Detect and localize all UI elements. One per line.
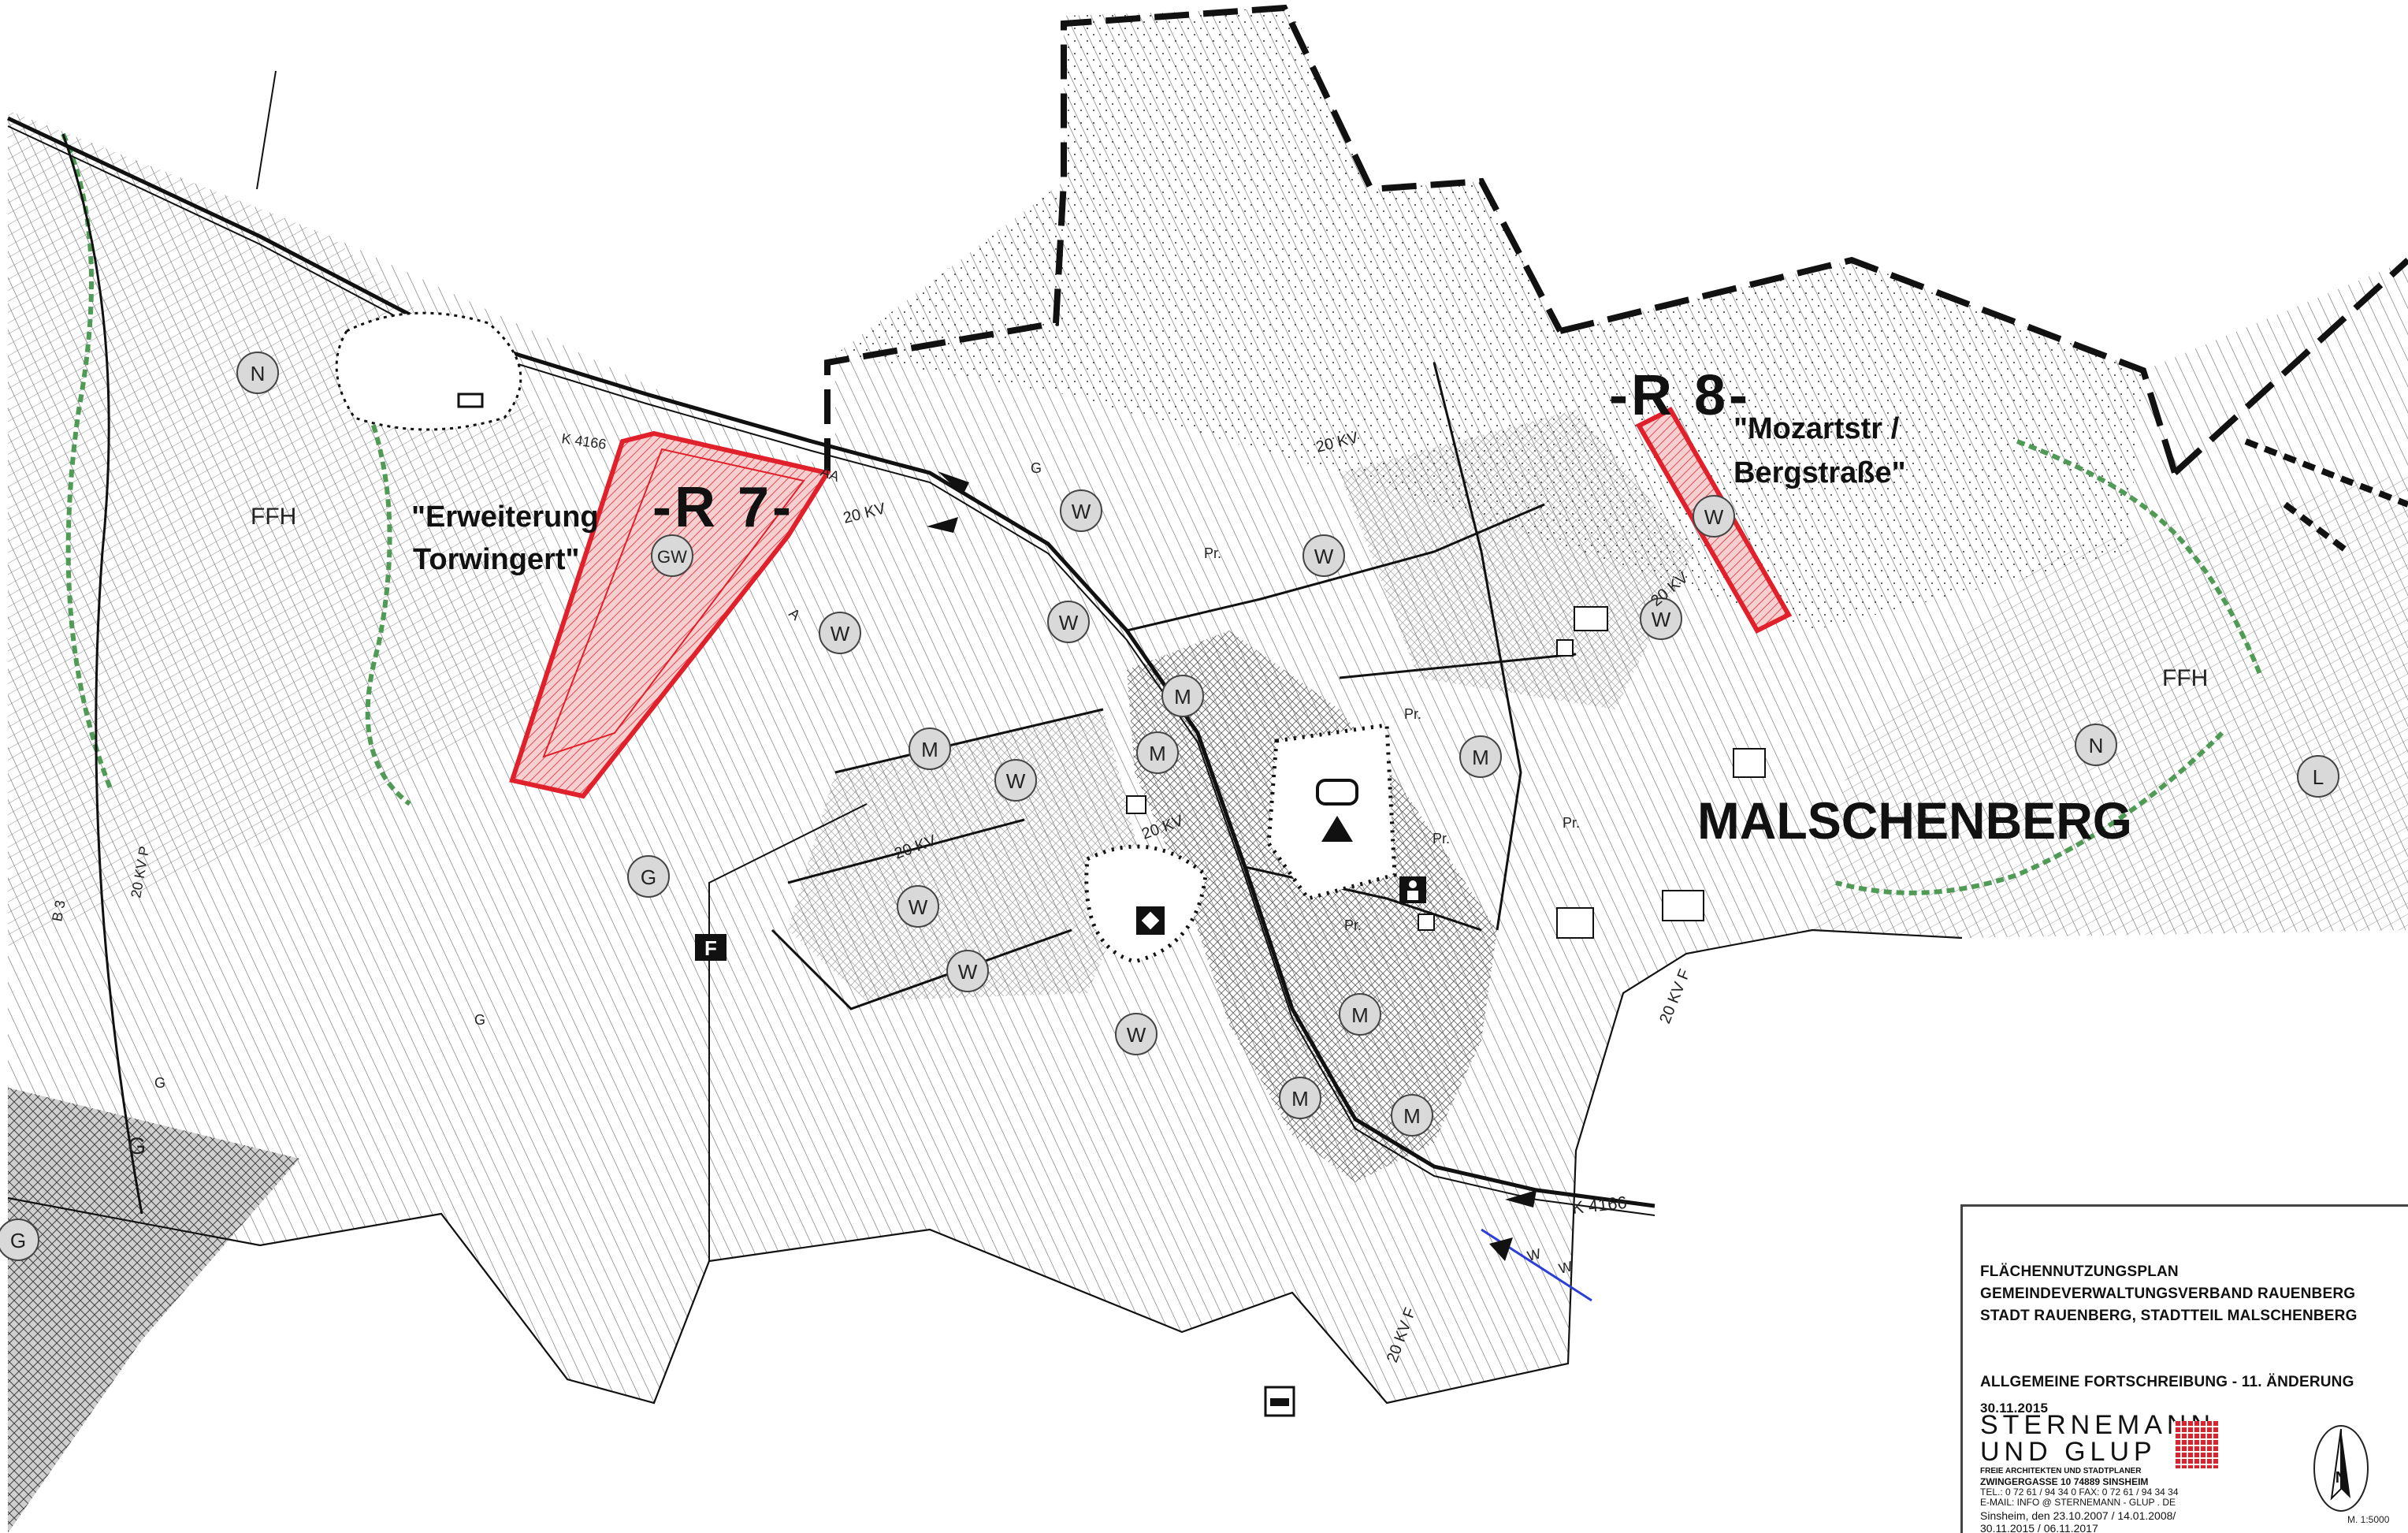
svg-text:M: M: [1174, 685, 1191, 709]
firm-name-line1: STERNEMANN: [1980, 1410, 2216, 1440]
zone-circle-w-7: W: [994, 759, 1037, 802]
zone-circle-m-3: M: [1136, 731, 1179, 774]
letter-label-w-1: W: [1525, 1245, 1542, 1264]
building-symbols: [335, 311, 1766, 1417]
zone-circle-m-6: M: [1279, 1077, 1321, 1119]
place-name: MALSCHENBERG: [1697, 791, 2132, 850]
title-town: STADT RAUENBERG, STADTTEIL MALSCHENBERG: [1980, 1308, 2358, 1324]
svg-text:M: M: [1291, 1087, 1309, 1111]
ffh-label-2: FFH: [2162, 665, 2208, 691]
zone-circle-gw: GW: [651, 534, 693, 577]
svg-text:N: N: [251, 362, 266, 385]
firm-logo-grid: [2174, 1421, 2218, 1468]
zone-circle-w-4: W: [1302, 534, 1345, 577]
f-symbol: F: [695, 934, 726, 961]
pr-label-4: Pr.: [1563, 815, 1580, 831]
r8-code: -R 8-: [1609, 364, 1751, 427]
letter-label-g-2: G: [154, 1075, 165, 1091]
r7-label-line1: "Erweiterung: [411, 500, 599, 534]
title-revision: ALLGEMEINE FORTSCHREIBUNG - 11. ÄNDERUNG: [1980, 1374, 2354, 1390]
r7-label-line2: Torwingert": [413, 543, 580, 576]
pr-label-2: Pr.: [1404, 706, 1421, 722]
line-label-6: 20 KV F: [1656, 967, 1693, 1026]
roads: [6, 116, 1656, 1261]
svg-text:GW: GW: [657, 547, 687, 567]
zone-circle-w-1: W: [819, 612, 861, 654]
r8-label-line1: "Mozartstr /: [1734, 412, 1900, 445]
zone-circle-n-2: N: [2075, 724, 2117, 766]
zone-circle-w-9: W: [946, 950, 989, 992]
title-plan: FLÄCHENNUTZUNGSPLAN: [1980, 1263, 2179, 1280]
zone-circle-m-1: M: [1161, 675, 1204, 717]
zone-circle-w-6: W: [1640, 597, 1682, 640]
zone-circle-n-1: N: [236, 352, 279, 394]
svg-text:W: W: [909, 895, 928, 919]
svg-text:W: W: [1072, 500, 1091, 523]
svg-text:W: W: [1127, 1023, 1146, 1047]
svg-text:G: G: [641, 865, 656, 889]
r8-label-line2: Bergstraße": [1734, 456, 1906, 489]
land-parcels: [8, 8, 2408, 1533]
svg-text:W: W: [958, 960, 978, 984]
svg-text:W: W: [1314, 545, 1334, 568]
f-symbol-label: F: [704, 936, 717, 960]
svg-text:W: W: [1059, 611, 1079, 634]
zone-circle-w-8: W: [897, 885, 939, 928]
svg-text:G: G: [10, 1229, 26, 1252]
letter-label-b3: B 3: [49, 899, 68, 923]
svg-text:M: M: [1403, 1104, 1421, 1128]
svg-text:W: W: [1704, 505, 1724, 529]
svg-text:M: M: [1149, 742, 1166, 765]
zone-circle-w-10: W: [1115, 1013, 1158, 1055]
plan-dates-line1: Sinsheim, den 23.10.2007 / 14.01.2008/: [1980, 1509, 2176, 1522]
north-arrow-icon: N: [2313, 1425, 2369, 1512]
zone-circles: N GW W W W W W W W W W W M M M M M M M G…: [0, 352, 2339, 1261]
zone-circle-w-5: W: [1693, 495, 1735, 538]
svg-text:M: M: [921, 738, 938, 761]
title-block: FLÄCHENNUTZUNGSPLAN GEMEINDEVERWALTUNGSV…: [1960, 1204, 2408, 1533]
svg-text:N: N: [2089, 734, 2104, 757]
boundaries: [7, 4, 2408, 1405]
zone-circle-w-2: W: [1060, 489, 1102, 532]
firm-name-line2: UND GLUP: [1980, 1437, 2157, 1467]
letter-label-g-1: G: [128, 1133, 146, 1159]
zone-circle-m-7: M: [1391, 1094, 1433, 1137]
zone-circle-m-4: M: [1459, 735, 1502, 778]
svg-text:M: M: [1351, 1003, 1369, 1027]
r7-code: -R 7-: [652, 476, 794, 539]
zone-circle-w-3: W: [1047, 601, 1090, 643]
firm-subtitle: FREIE ARCHITEKTEN UND STADTPLANER: [1980, 1467, 2142, 1475]
plan-dates-line2: 30.11.2015 / 06.11.2017: [1980, 1522, 2098, 1533]
letter-label-w-2: W: [1557, 1258, 1574, 1277]
zone-circle-g-2: G: [0, 1219, 39, 1261]
ffh-label-1: FFH: [251, 504, 296, 530]
pr-label-5: Pr.: [1344, 917, 1362, 933]
pr-label-1: Pr.: [1204, 545, 1221, 561]
svg-text:L: L: [2313, 765, 2324, 789]
zone-circle-m-5: M: [1339, 993, 1381, 1036]
title-authority: GEMEINDEVERWALTUNGSVERBAND RAUENBERG: [1980, 1286, 2356, 1302]
firm-phone: TEL.: 0 72 61 / 94 34 0 FAX: 0 72 61 / 9…: [1980, 1486, 2179, 1498]
letter-label-g-3: G: [1031, 460, 1042, 476]
firm-email: E-MAIL: INFO @ STERNEMANN - GLUP . DE: [1980, 1497, 2176, 1508]
svg-text:W: W: [1652, 608, 1671, 631]
change-area-r7: [509, 430, 831, 799]
zone-circle-g-1: G: [627, 855, 670, 898]
firm-address: ZWINGERGASSE 10 74889 SINSHEIM: [1980, 1476, 2149, 1487]
svg-text:M: M: [1472, 746, 1489, 769]
svg-text:W: W: [831, 622, 850, 646]
direction-markers: [927, 471, 1537, 1261]
north-letter: N: [2336, 1469, 2347, 1486]
zone-circle-m-2: M: [909, 727, 951, 770]
survey-line: [256, 70, 277, 190]
map-scale: M. 1:5000: [2347, 1514, 2390, 1525]
area-labels: -R 7- "Erweiterung Torwingert" -R 8- "Mo…: [411, 364, 2132, 850]
letter-label-g-4: G: [474, 1012, 485, 1028]
svg-text:W: W: [1006, 769, 1026, 793]
pr-label-3: Pr.: [1433, 831, 1450, 846]
zone-circle-l: L: [2297, 755, 2339, 798]
title-date: 30.11.2015: [1980, 1401, 2049, 1416]
